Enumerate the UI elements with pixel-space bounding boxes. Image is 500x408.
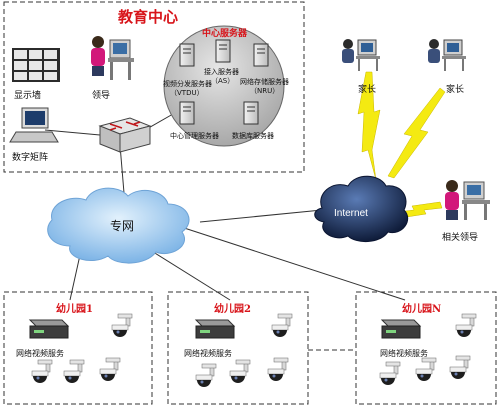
nru-server-label: 网络存储服务器 <box>240 77 289 86</box>
db-server-label: 数据库服务器 <box>232 131 274 140</box>
dome-camera-icon <box>99 357 121 381</box>
kindergarten-1-title: 幼儿园1 <box>56 302 93 315</box>
dome-camera-icon <box>415 357 437 381</box>
video-server-icon <box>194 319 236 339</box>
kindergarten-n-boundary <box>355 291 497 405</box>
kindergarten-n-service: 网络视频服务 <box>380 348 428 358</box>
video-server-icon <box>380 319 422 339</box>
video-dist-server-label: 视频分发服务器 <box>163 79 212 88</box>
dome-camera-icon <box>455 313 477 337</box>
private-network-cloud <box>47 187 190 264</box>
dome-camera-icon <box>267 357 289 381</box>
server-tower-icon <box>179 101 195 125</box>
parent-2-label: 家长 <box>446 83 464 95</box>
kindergarten-n-title: 幼儿园N <box>402 302 441 315</box>
server-cluster-title: 中心服务器 <box>202 27 248 39</box>
video-server-icon <box>28 319 70 339</box>
kindergarten-1-boundary <box>3 291 153 405</box>
access-server-code: （AS） <box>211 77 234 85</box>
dome-camera-icon <box>379 361 401 385</box>
kindergarten-2-title: 幼儿园2 <box>214 302 251 315</box>
kindergarten-1-service: 网络视频服务 <box>16 348 64 358</box>
kindergarten-2-boundary <box>167 291 309 405</box>
internet-label: Internet <box>334 208 368 219</box>
server-tower-icon <box>243 101 259 125</box>
display-wall-icon <box>12 48 60 82</box>
server-tower-icon <box>215 39 231 63</box>
internet-cloud <box>314 175 409 242</box>
leader-label: 领导 <box>92 89 110 101</box>
dome-camera-icon <box>63 359 85 383</box>
official-icon <box>445 180 490 220</box>
nru-server-code: （NRU） <box>250 87 279 95</box>
education-center-boundary <box>3 1 305 173</box>
dome-camera-icon <box>195 363 217 387</box>
digital-matrix-label: 数字矩阵 <box>12 151 48 163</box>
official-label: 相关领导 <box>442 231 478 243</box>
education-center-title: 教育中心 <box>117 8 178 26</box>
digital-matrix-icon <box>9 107 59 143</box>
video-dist-server-code: （VTDU） <box>170 89 204 97</box>
server-tower-icon <box>179 43 195 67</box>
parent-1-label: 家长 <box>358 83 376 95</box>
leader-workstation-icon <box>91 36 134 80</box>
dome-camera-icon <box>271 313 293 337</box>
dome-camera-icon <box>229 359 251 383</box>
mgmt-server-label: 中心管理服务器 <box>170 131 219 140</box>
access-server-label: 接入服务器 <box>204 67 239 76</box>
network-switch-icon <box>98 117 152 153</box>
kindergarten-2-service: 网络视频服务 <box>184 348 232 358</box>
server-tower-icon <box>253 43 269 67</box>
parent-1-icon <box>342 39 380 71</box>
dome-camera-icon <box>111 313 133 337</box>
private-network-label: 专网 <box>110 218 134 233</box>
dome-camera-icon <box>449 355 471 379</box>
dome-camera-icon <box>31 359 53 383</box>
dome-cameras <box>31 313 477 387</box>
display-wall-label: 显示墙 <box>14 89 41 101</box>
lightning-bolt-icon <box>387 87 446 179</box>
parent-2-icon <box>428 39 466 71</box>
